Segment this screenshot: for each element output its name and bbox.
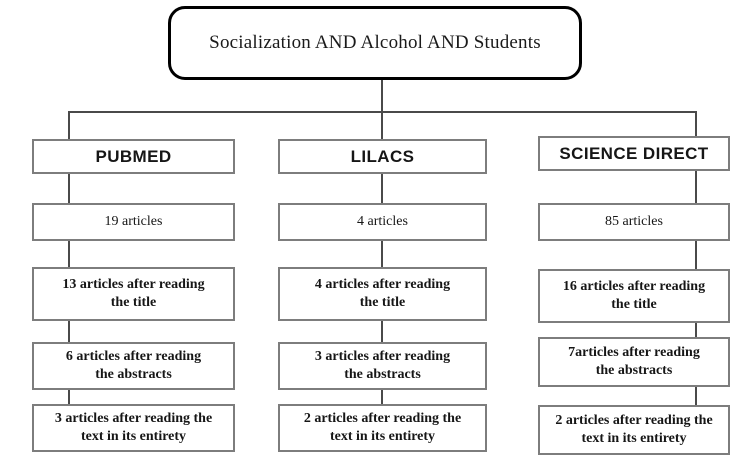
node-pubmed-step-3: 6 articles after reading the abstracts [32, 342, 235, 390]
column-header-science-direct: SCIENCE DIRECT [538, 136, 730, 171]
connector-science-direct-1 [695, 171, 697, 203]
connector-science-direct-4 [695, 387, 697, 405]
connector-bus-to-pubmed [68, 111, 70, 139]
connector-bus-to-science-direct [695, 111, 697, 139]
connector-bus-to-lilacs [381, 111, 383, 139]
column-header-lilacs-label: LILACS [350, 146, 415, 166]
column-header-science-direct-label: SCIENCE DIRECT [559, 143, 709, 163]
node-lilacs-step-4: 2 articles after reading the text in its… [278, 404, 487, 452]
node-science-direct-step-1-label: 85 articles [605, 214, 663, 230]
node-science-direct-step-2: 16 articles after reading the title [538, 269, 730, 323]
node-pubmed-step-2-label: 13 articles after reading the title [62, 276, 205, 310]
connector-lilacs-4 [381, 390, 383, 404]
column-header-pubmed-label: PUBMED [95, 146, 172, 166]
node-lilacs-step-2: 4 articles after reading the title [278, 267, 487, 321]
connector-lilacs-1 [381, 174, 383, 203]
column-header-lilacs: LILACS [278, 139, 487, 174]
search-query-box: Socialization AND Alcohol AND Students [168, 6, 582, 80]
search-query-text: Socialization AND Alcohol AND Students [209, 32, 541, 53]
node-science-direct-step-4-label: 2 articles after reading the text in its… [555, 412, 713, 446]
connector-science-direct-2 [695, 241, 697, 269]
node-lilacs-step-3: 3 articles after reading the abstracts [278, 342, 487, 390]
node-pubmed-step-1-label: 19 articles [104, 214, 163, 230]
node-science-direct-step-3: 7articles after reading the abstracts [538, 337, 730, 387]
connector-lilacs-2 [381, 241, 383, 267]
column-header-pubmed: PUBMED [32, 139, 235, 174]
node-science-direct-step-4: 2 articles after reading the text in its… [538, 405, 730, 455]
node-science-direct-step-3-label: 7articles after reading the abstracts [568, 344, 700, 378]
node-pubmed-step-2: 13 articles after reading the title [32, 267, 235, 321]
node-science-direct-step-2-label: 16 articles after reading the title [562, 278, 706, 312]
node-lilacs-step-2-label: 4 articles after reading the title [314, 276, 451, 310]
node-lilacs-step-1-label: 4 articles [357, 214, 408, 230]
connector-pubmed-3 [68, 321, 70, 342]
node-pubmed-step-4: 3 articles after reading the text in its… [32, 404, 235, 452]
connector-science-direct-3 [695, 323, 697, 342]
node-pubmed-step-4-label: 3 articles after reading the text in its… [54, 410, 213, 444]
node-lilacs-step-3-label: 3 articles after reading the abstracts [314, 348, 451, 382]
connector-lilacs-3 [381, 321, 383, 342]
node-pubmed-step-3-label: 6 articles after reading the abstracts [65, 348, 202, 382]
node-lilacs-step-4-label: 2 articles after reading the text in its… [303, 410, 462, 444]
connector-pubmed-4 [68, 390, 70, 404]
connector-pubmed-1 [68, 174, 70, 203]
node-lilacs-step-1: 4 articles [278, 203, 487, 241]
connector-pubmed-2 [68, 241, 70, 267]
node-science-direct-step-1: 85 articles [538, 203, 730, 241]
connector-root-trunk [381, 80, 383, 113]
node-pubmed-step-1: 19 articles [32, 203, 235, 241]
